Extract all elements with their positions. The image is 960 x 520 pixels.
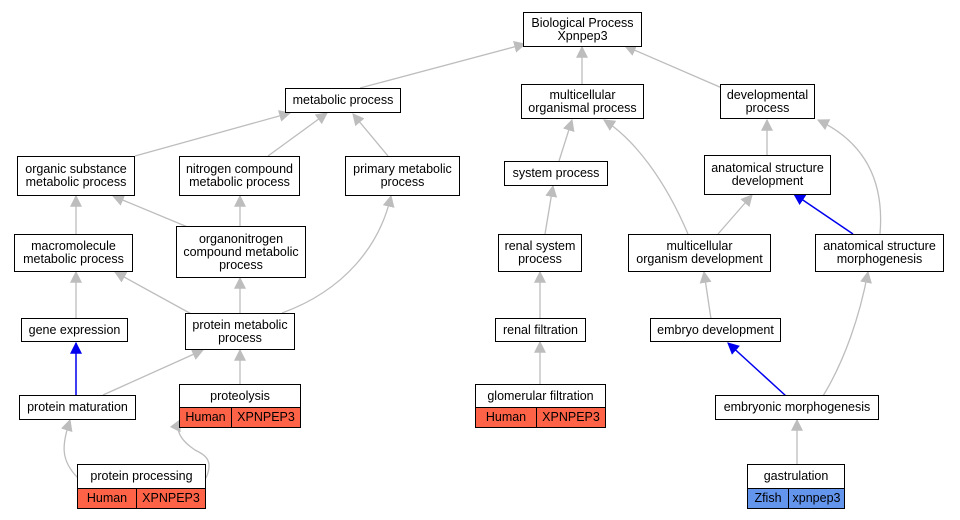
node-metabolic-process-label: metabolic process [292, 93, 394, 107]
gene-badge-xpnpep3[interactable]: XPNPEP3 [232, 408, 300, 427]
node-macromolecule-metabolic-process[interactable]: macromolecule metabolic process [14, 234, 133, 272]
node-macromolecule-line1: macromolecule [31, 239, 116, 253]
edge-mc-org-dev-to-multicellular-organismal [602, 119, 689, 235]
node-gastrulation[interactable]: gastrulation Zfish xpnpep3 [747, 464, 845, 509]
node-anat-morph-line2: morphogenesis [836, 252, 923, 266]
node-renal-filtration-label: renal filtration [502, 322, 579, 337]
node-protein-processing[interactable]: protein processing Human XPNPEP3 [77, 464, 206, 509]
node-nitrogen-compound-line2: metabolic process [189, 175, 290, 189]
node-metabolic-process[interactable]: metabolic process [285, 88, 401, 113]
node-organonitrogen-line1: organonitrogen [198, 231, 284, 246]
node-proteolysis[interactable]: proteolysis Human XPNPEP3 [179, 384, 301, 428]
edge-anat-morph-to-anat-dev-highlight [793, 193, 854, 235]
node-nitrogen-compound-line1: nitrogen compound [185, 162, 294, 176]
node-organonitrogen-compound-metabolic-process[interactable]: organonitrogen compound metabolic proces… [176, 226, 306, 278]
edge-organonitrogen-to-organic-substance [111, 194, 191, 229]
node-renal-system-line2: process [518, 252, 562, 266]
node-developmental-process-line2: process [745, 100, 790, 115]
node-multicellular-organismal-process[interactable]: multicellular organismal process [521, 84, 644, 119]
node-root[interactable]: Biological Process Xpnpep3 [523, 12, 642, 47]
edge-developmental-to-root [623, 44, 723, 89]
node-organic-substance-line1: organic substance [25, 162, 127, 176]
edge-embryonic-morph-to-embryo-dev-highlight [727, 342, 787, 397]
node-glomerular-filtration-label: glomerular filtration [487, 388, 594, 403]
gene-badge-xpnpep3[interactable]: XPNPEP3 [137, 489, 205, 508]
node-protein-processing-annotation: Human XPNPEP3 [78, 488, 205, 508]
edge-anat-morph-to-developmental [816, 119, 882, 235]
node-organic-substance-line2: metabolic process [25, 175, 127, 189]
node-gene-expression-label: gene expression [28, 322, 121, 337]
gene-badge-xpnpep3[interactable]: XPNPEP3 [537, 408, 605, 427]
node-glomerular-filtration[interactable]: glomerular filtration Human XPNPEP3 [475, 384, 606, 428]
node-proteolysis-annotation: Human XPNPEP3 [180, 407, 300, 427]
node-primary-metabolic-line1: primary metabolic [353, 162, 452, 176]
node-root-line2: Xpnpep3 [557, 28, 608, 43]
node-developmental-process-line1: developmental [726, 87, 809, 102]
node-anatomical-structure-development[interactable]: anatomical structure development [704, 155, 831, 195]
node-system-process[interactable]: system process [504, 161, 608, 186]
edge-protein-processing-to-proteolysis [169, 418, 210, 479]
node-protein-maturation[interactable]: protein maturation [19, 395, 136, 420]
node-system-process-label: system process [512, 166, 600, 180]
node-protein-processing-label: protein processing [90, 469, 193, 483]
node-macromolecule-line2: metabolic process [23, 252, 124, 266]
node-primary-metabolic-line2: process [380, 175, 425, 189]
node-embryo-development[interactable]: embryo development [650, 318, 781, 342]
node-anatomical-structure-morphogenesis[interactable]: anatomical structure morphogenesis [815, 234, 944, 272]
edge-embryonic-morph-to-anat-morph [822, 270, 872, 397]
node-protein-metabolic-process[interactable]: protein metabolic process [185, 313, 295, 350]
node-mc-org-dev-line2: organism development [636, 252, 763, 266]
node-anat-dev-line2: development [731, 174, 804, 188]
node-anat-morph-line1: anatomical structure [823, 239, 936, 253]
edge-protein-metabolic-to-macromolecule [113, 271, 196, 317]
node-multicellular-organismal-process-line2: organismal process [528, 100, 637, 115]
node-multicellular-organism-development[interactable]: multicellular organism development [628, 234, 771, 272]
species-badge-human[interactable]: Human [78, 489, 137, 508]
edge-protein-metabolic-to-primary [281, 194, 395, 314]
node-protein-metabolic-line1: protein metabolic [192, 317, 288, 332]
node-protein-metabolic-line2: process [218, 330, 262, 345]
node-protein-maturation-label: protein maturation [27, 400, 128, 414]
node-renal-system-line1: renal system [504, 239, 576, 253]
node-anat-dev-line1: anatomical structure [711, 161, 824, 175]
node-multicellular-organismal-process-line1: multicellular [549, 87, 616, 102]
edge-system-to-multicellular-organismal [558, 118, 575, 162]
node-glomerular-filtration-annotation: Human XPNPEP3 [476, 407, 605, 427]
edge-nitrogen-to-metabolic [267, 112, 328, 157]
node-primary-metabolic-process[interactable]: primary metabolic process [345, 156, 460, 196]
species-badge-human[interactable]: Human [476, 408, 537, 427]
species-badge-zfish[interactable]: Zfish [748, 489, 789, 508]
node-embryonic-morphogenesis[interactable]: embryonic morphogenesis [715, 395, 879, 420]
edge-embryo-dev-to-mc-org-dev [699, 270, 712, 320]
node-developmental-process[interactable]: developmental process [720, 84, 815, 119]
edge-metabolic-to-root [359, 40, 527, 89]
edge-mc-org-dev-to-anat-dev [717, 194, 753, 235]
edge-primary-to-metabolic [352, 113, 389, 157]
species-badge-human[interactable]: Human [180, 408, 232, 427]
node-renal-system-process[interactable]: renal system process [498, 234, 582, 272]
node-gastrulation-annotation: Zfish xpnpep3 [748, 488, 844, 508]
edge-protein-maturation-to-protein-metabolic [102, 348, 205, 396]
node-gene-expression[interactable]: gene expression [21, 318, 128, 342]
node-organic-substance-metabolic-process[interactable]: organic substance metabolic process [17, 156, 135, 196]
edge-organic-substance-to-metabolic [134, 110, 292, 157]
node-root-line1: Biological Process [531, 15, 634, 30]
edge-renal-system-to-system [544, 184, 558, 235]
node-gastrulation-label: gastrulation [763, 469, 829, 483]
edge-protein-processing-to-protein-maturation [60, 418, 79, 479]
node-organonitrogen-line3: process [219, 257, 263, 272]
node-embryo-development-label: embryo development [657, 322, 774, 337]
node-mc-org-dev-line1: multicellular [666, 239, 733, 253]
node-organonitrogen-line2: compound metabolic [183, 244, 299, 259]
node-nitrogen-compound-metabolic-process[interactable]: nitrogen compound metabolic process [179, 156, 300, 196]
node-proteolysis-label: proteolysis [210, 388, 270, 403]
node-embryonic-morphogenesis-label: embryonic morphogenesis [723, 400, 871, 414]
gene-badge-xpnpep3[interactable]: xpnpep3 [789, 489, 844, 508]
node-renal-filtration[interactable]: renal filtration [495, 318, 586, 342]
